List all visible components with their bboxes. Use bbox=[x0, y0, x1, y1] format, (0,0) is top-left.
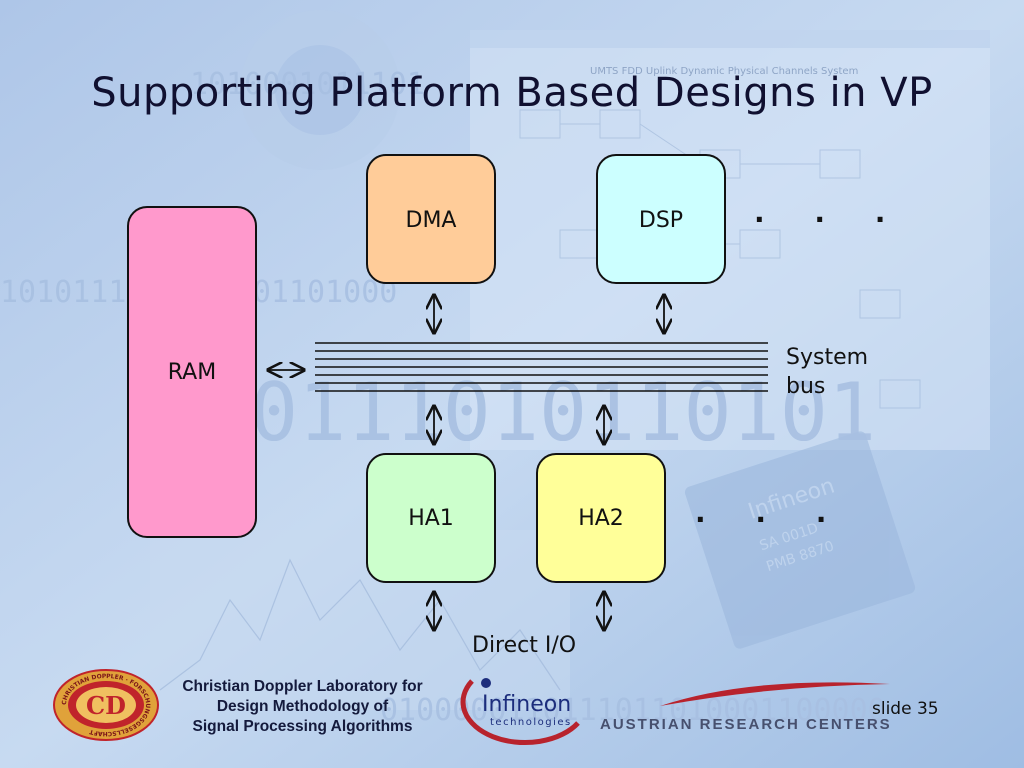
direct-io-label: Direct I/O bbox=[472, 633, 577, 658]
system-bus-label: System bus bbox=[786, 345, 869, 399]
infineon-logo: Infineon technologies bbox=[460, 678, 580, 746]
arc-swoosh-icon bbox=[660, 682, 890, 706]
ha1-block: HA1 bbox=[366, 453, 496, 583]
more-units-top: . . . bbox=[754, 196, 906, 229]
cd-logo: CHRISTIAN DOPPLER · FORSCHUNGSGESELLSCHA… bbox=[53, 669, 159, 741]
bg-chip: Infineon SA 001D PMB 8870 bbox=[684, 431, 916, 649]
slide-number: slide 35 bbox=[872, 699, 939, 719]
svg-text:technologies: technologies bbox=[490, 717, 572, 728]
ha1-label: HA1 bbox=[408, 505, 454, 531]
ram-block: RAM bbox=[127, 206, 257, 538]
bg-window-title: UMTS FDD Uplink Dynamic Physical Channel… bbox=[590, 66, 858, 77]
dsp-block: DSP bbox=[596, 154, 726, 284]
more-units-bottom: . . . bbox=[695, 496, 847, 529]
ram-label: RAM bbox=[167, 359, 217, 385]
arc-label: AUSTRIAN RESEARCH CENTERS bbox=[600, 716, 892, 733]
system-bus bbox=[315, 342, 768, 392]
lab-name: Christian Doppler Laboratory for Design … bbox=[182, 678, 423, 735]
dma-label: DMA bbox=[405, 208, 457, 233]
slide-title: Supporting Platform Based Designs in VP bbox=[91, 70, 933, 116]
bg-binary-3: 0111010110101 bbox=[250, 366, 876, 459]
dma-block: DMA bbox=[366, 154, 496, 284]
ha2-block: HA2 bbox=[536, 453, 666, 583]
bg-binary-1: 1010001011101 bbox=[190, 67, 425, 102]
svg-text:Infineon: Infineon bbox=[482, 692, 571, 717]
svg-text:CD: CD bbox=[86, 691, 126, 720]
ha2-label: HA2 bbox=[578, 505, 624, 531]
dsp-label: DSP bbox=[638, 208, 684, 233]
